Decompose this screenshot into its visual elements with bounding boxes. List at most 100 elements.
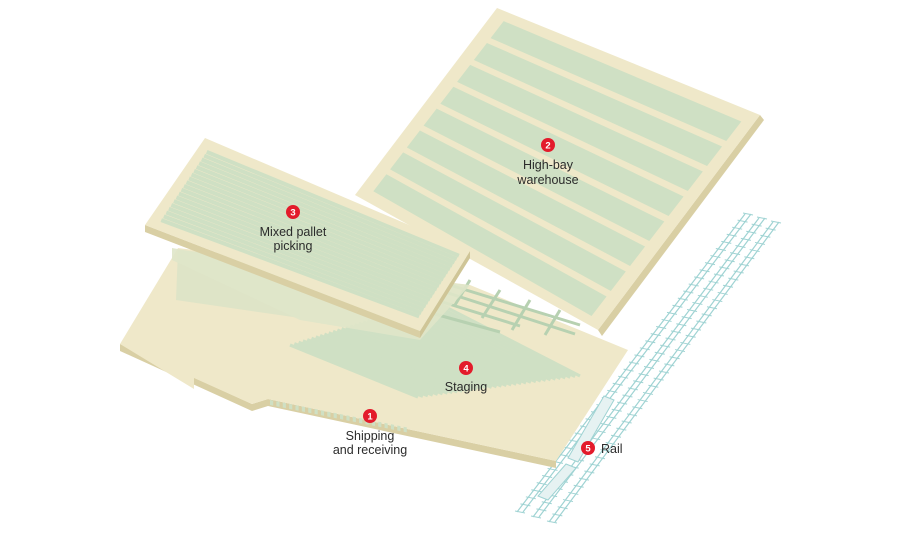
- dock-door: [384, 422, 388, 429]
- rail-tie: [703, 287, 714, 291]
- mezzanine-rack: [165, 210, 425, 312]
- rail-tie: [669, 356, 680, 360]
- zone-label-high-bay-line2: warehouse: [516, 173, 578, 187]
- rail-tie: [699, 269, 710, 273]
- zone-badge-2: [541, 138, 555, 152]
- dock-door: [301, 406, 305, 412]
- rail-tie: [611, 408, 622, 412]
- staging-lane: [353, 323, 493, 389]
- mezzanine-racks: [160, 150, 460, 319]
- staging-lane: [289, 343, 419, 399]
- rail-tie: [616, 427, 627, 431]
- dock-door: [403, 426, 407, 433]
- rail-tie: [701, 313, 712, 317]
- high-bay-side: [598, 115, 764, 336]
- rail-tie: [618, 375, 629, 379]
- rail-tie: [610, 434, 622, 438]
- zone-label-high-bay-line1: High-bay: [523, 158, 574, 172]
- dock-door: [340, 414, 344, 420]
- rail-tie: [634, 354, 645, 358]
- zone-label-staging: 4 Staging: [445, 361, 487, 394]
- rail-tie: [531, 489, 542, 493]
- rail-tie: [692, 301, 703, 305]
- conveyor-segment: [510, 299, 532, 331]
- high-bay-aisle: [423, 108, 665, 241]
- rail-tie: [621, 420, 632, 424]
- rail-tie: [600, 422, 612, 426]
- rail-tie: [632, 406, 643, 410]
- mezzanine-rack: [160, 218, 420, 319]
- rail-tracks: [514, 212, 782, 524]
- zone-label-high-bay: 2 High-bay warehouse: [516, 138, 579, 187]
- rail-tie: [542, 475, 553, 479]
- dock-door: [346, 415, 350, 421]
- rail-tie: [717, 291, 728, 295]
- dock-door: [295, 405, 299, 411]
- zone-badge-2-number: 2: [545, 141, 550, 152]
- rail-tie: [754, 241, 766, 245]
- rail-tie: [749, 249, 760, 253]
- zone-badge-5-number: 5: [585, 444, 591, 455]
- conveyor-segment: [444, 290, 576, 336]
- rail-tie: [589, 463, 600, 467]
- rail-car: [567, 395, 615, 463]
- dock-door: [333, 412, 337, 419]
- rail-tie: [676, 323, 687, 327]
- dock-door: [282, 402, 286, 409]
- mezzanine-rack: [205, 150, 460, 258]
- high-bay-aisle: [406, 130, 646, 266]
- rail-tie: [653, 377, 664, 381]
- rail-tie: [573, 484, 584, 488]
- dock-door: [352, 416, 356, 423]
- mezzanine-rack: [180, 187, 438, 292]
- rail-line: [538, 217, 766, 518]
- rail-tie: [536, 482, 547, 486]
- rail-tie: [525, 496, 536, 500]
- staging-lane: [319, 333, 453, 395]
- staging-lane: [293, 342, 424, 398]
- mezzanine-rack: [185, 180, 442, 285]
- staging-lane: [302, 339, 434, 397]
- rail-tie: [584, 470, 595, 474]
- rail-tie: [638, 373, 649, 377]
- mezzanine-rack: [173, 199, 431, 302]
- rail-tie: [645, 340, 656, 344]
- high-bay-aisle: [440, 86, 684, 216]
- high-bay-aisles: [373, 21, 742, 316]
- zone-label-shipping: 1 Shipping and receiving: [333, 409, 407, 457]
- rail-tie: [735, 244, 746, 248]
- mezzanine-rack: [175, 195, 434, 298]
- rail-tie: [708, 280, 719, 284]
- rail-tie: [740, 237, 751, 241]
- staging-lane: [431, 298, 581, 378]
- rail-tie: [664, 363, 675, 367]
- dock-door: [327, 411, 331, 418]
- dock-door: [320, 410, 325, 416]
- rail-tie: [536, 508, 547, 512]
- rail-tie: [552, 513, 563, 517]
- staging-lane: [349, 324, 488, 390]
- rail-tie: [605, 441, 616, 445]
- rail-tie: [729, 252, 741, 256]
- dock-door: [276, 401, 280, 407]
- rail-tie: [658, 370, 670, 374]
- rail-tie: [661, 318, 672, 322]
- mezzanine-side: [145, 225, 420, 338]
- dock-door: [270, 400, 274, 406]
- zone-label-mixed-pallet: 3 Mixed pallet picking: [260, 205, 327, 253]
- conveyor-segment: [543, 309, 562, 336]
- rail-tie: [649, 358, 660, 362]
- rail-tie: [688, 283, 699, 287]
- rail-tie: [770, 220, 782, 224]
- rail-tie: [732, 226, 743, 230]
- rail-tie: [726, 233, 737, 237]
- staging-lane: [340, 327, 478, 391]
- rail-tie: [666, 311, 678, 315]
- high-bay-aisle: [457, 64, 703, 191]
- rail-tie: [712, 299, 723, 303]
- mezzanine-rack: [168, 206, 427, 309]
- rail-tie: [623, 368, 634, 372]
- zone-badge-5: [581, 441, 595, 455]
- rail-tie: [639, 347, 650, 351]
- zone-label-staging-line1: Staging: [445, 380, 487, 394]
